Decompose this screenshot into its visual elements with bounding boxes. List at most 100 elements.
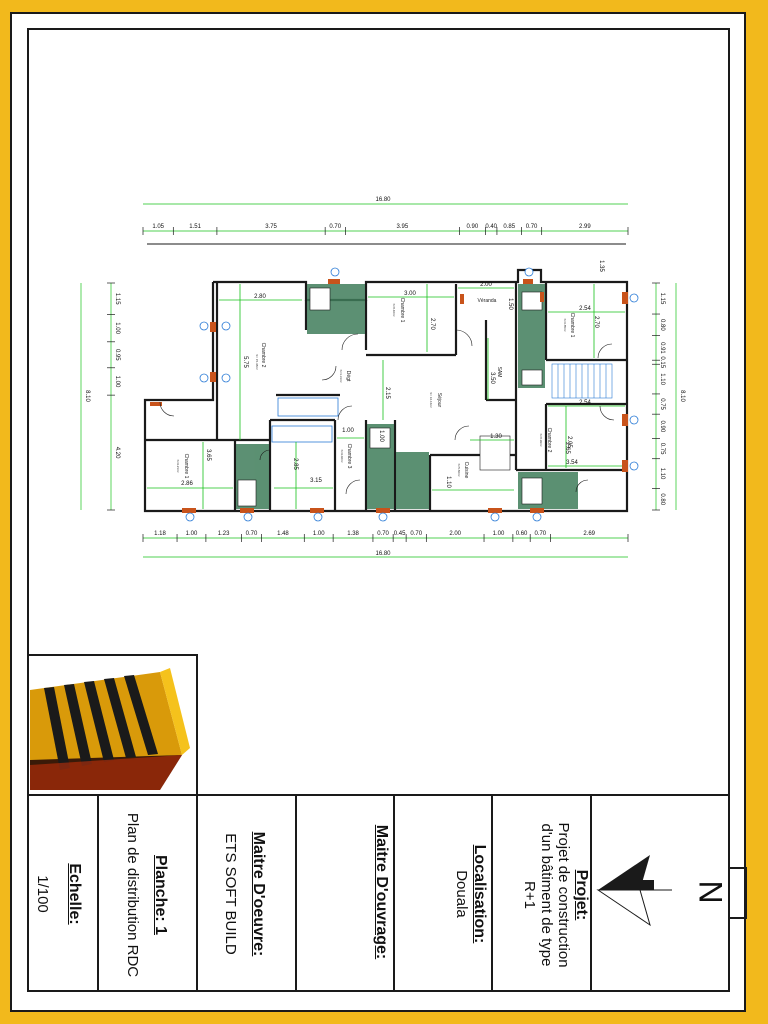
interior-dim-9: 3.50	[489, 372, 495, 384]
wardrobes	[271, 397, 339, 443]
dim-right-segment-0: 1.15	[659, 293, 665, 305]
room-label-cuisine: Cuisine	[463, 462, 469, 479]
interior-dim-0: 2.80	[254, 294, 266, 300]
dim-top-segment-0: 1.05	[152, 224, 164, 230]
interior-dim-11: 1.30	[490, 434, 502, 440]
staircase	[551, 363, 613, 399]
dim-bottom-segment-8: 0.45	[394, 531, 406, 537]
company-logo-icon	[30, 668, 190, 790]
interior-dim-6: 2.70	[429, 318, 435, 330]
room-label-sejour: Séjour	[436, 393, 442, 408]
room-area-cuisine: S=5.86m²	[457, 463, 461, 476]
dim-top-segment-3: 0.70	[329, 224, 341, 230]
dim-right-segment-9: 0.80	[659, 493, 665, 505]
dim-bottom-segment-5: 1.00	[313, 531, 325, 537]
dim-bottom-segment-1: 1.00	[186, 531, 198, 537]
dim-top-side: 1.35	[598, 260, 604, 272]
dim-bottom-total: 16.80	[375, 551, 391, 557]
room-label-chambre-1-bottom: Chambre 1	[183, 454, 189, 479]
dim-bottom-segment-14: 2.69	[583, 531, 595, 537]
title-block-grid	[29, 654, 747, 990]
interior-dim-20: 2.05	[566, 436, 572, 448]
room-label-degt: Dégt	[345, 371, 351, 382]
interior-dim-18: 3.65	[205, 449, 211, 461]
dim-bottom-segment-9: 0.70	[410, 531, 422, 537]
dim-top-total: 16.80	[375, 197, 391, 203]
interior-dim-15: 2.86	[181, 481, 193, 487]
interior-dim-13: 2.65	[564, 442, 570, 454]
dim-right-total: 8.10	[679, 390, 685, 402]
room-area-chambre-1-bottom: S=9.21m²	[176, 459, 180, 472]
interior-dim-4: 2.70	[593, 316, 599, 328]
dim-bottom-segment-2: 1.23	[218, 531, 230, 537]
dim-left-segment-3: 1.00	[114, 376, 120, 388]
dimension-chain-right	[655, 283, 677, 510]
dim-bottom-segment-11: 1.00	[493, 531, 505, 537]
room-area-chambre-3: S=9.02m²	[340, 449, 344, 462]
dim-bottom-segment-7: 0.70	[377, 531, 389, 537]
room-area-degt: S=3.31m²	[339, 369, 343, 382]
dim-bottom-segment-0: 1.18	[154, 531, 166, 537]
room-label-chambre-2-left: Chambre 2	[260, 343, 266, 368]
dim-left-segment-4: 4.20	[114, 447, 120, 459]
room-label-veranda: Véranda	[478, 298, 497, 304]
dim-bottom-segment-4: 1.48	[277, 531, 289, 537]
interior-dim-16: 3.15	[310, 478, 322, 484]
interior-dim-3: 2.54	[579, 306, 591, 312]
dim-left-segment-2: 0.95	[114, 349, 120, 361]
dim-right-segment-5: 0.75	[659, 398, 665, 410]
door-frames	[150, 279, 628, 513]
dimension-right-segments: 1.15 0.80 0.91 0.15 1.10 0.75 0.90 0.75 1.10 0.80	[652, 282, 665, 511]
dim-top-segment-8: 0.70	[526, 224, 538, 230]
room-area-sejour: S= 16.16m²	[429, 392, 433, 408]
dim-top-segment-2: 3.75	[265, 224, 277, 230]
dim-left-segment-0: 1.15	[114, 293, 120, 305]
dim-right-segment-3: 0.15	[659, 356, 665, 368]
dim-right-segment-7: 0.75	[659, 443, 665, 455]
dim-right-segment-8: 1.10	[659, 468, 665, 480]
room-label-chambre-3: Chambre 3	[346, 444, 352, 469]
room-area-chambre-2-left: S= 15.38m²	[255, 354, 259, 370]
dim-top-segment-4: 3.95	[397, 224, 409, 230]
interior-dim-2: 2.00	[480, 282, 492, 288]
dim-left-segment-1: 1.00	[114, 322, 120, 334]
dim-right-segment-4: 1.10	[659, 373, 665, 385]
interior-dim-14: 3.54	[566, 460, 578, 466]
dim-bottom-segment-3: 0.70	[246, 531, 258, 537]
interior-dim-1: 3.00	[404, 291, 416, 297]
interior-dim-7: 5.75	[242, 356, 248, 368]
interior-dim-21: 1.00	[378, 430, 384, 442]
interior-dim-12: 2.54	[579, 400, 591, 406]
room-area-chambre-1-right: S=6.85m²	[563, 318, 567, 331]
section-markers	[185, 267, 639, 522]
dim-left-total: 8.10	[84, 390, 90, 402]
dim-bottom-segment-6: 1.38	[347, 531, 359, 537]
dimension-chain-left	[80, 283, 112, 510]
wet-room-tiles	[236, 284, 578, 509]
dim-top-segment-7: 0.85	[503, 224, 515, 230]
room-area-chambre-1-center: S=8.40m²	[392, 303, 396, 316]
dim-bottom-segment-12: 0.60	[516, 531, 528, 537]
dimension-chain-top	[143, 203, 628, 232]
building-walls	[143, 268, 629, 513]
dimension-left-segments: 1.15 1.00 0.95 1.00 4.20	[107, 282, 120, 511]
interior-dim-5: 1.50	[507, 298, 513, 310]
sanitary-fixtures	[237, 287, 543, 507]
interior-dim-8: 2.15	[384, 387, 390, 399]
dim-right-segment-1: 0.80	[659, 319, 665, 331]
dim-top-segment-9: 2.99	[579, 224, 591, 230]
interior-dim-10: 1.00	[342, 428, 354, 434]
dim-top-segment-6: 0.40	[485, 224, 497, 230]
room-label-chambre-1-right: Chambre 1	[569, 313, 575, 338]
dim-right-segment-6: 0.90	[659, 420, 665, 432]
dim-right-segment-2: 0.91	[659, 342, 665, 354]
interior-dimension-lines	[147, 284, 625, 509]
interior-dim-19: 1.10	[445, 476, 451, 488]
dim-top-segment-1: 1.51	[189, 224, 201, 230]
room-area-chambre-2-right: S=8.99m²	[539, 433, 543, 446]
dim-bottom-segment-10: 2.00	[449, 531, 461, 537]
dim-bottom-segment-13: 0.70	[534, 531, 546, 537]
